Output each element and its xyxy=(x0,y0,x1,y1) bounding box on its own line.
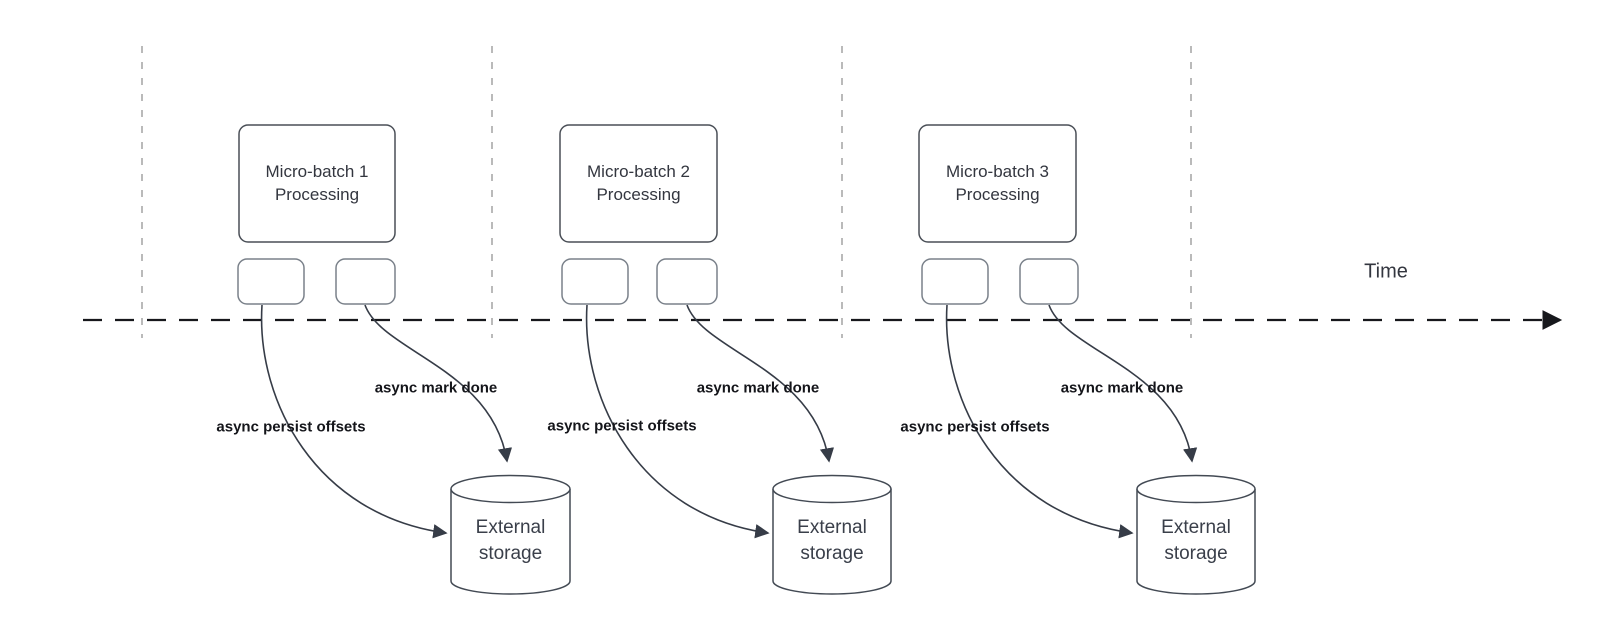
external-storage-cylinder xyxy=(772,474,892,595)
external-storage-label-2: External storage xyxy=(797,516,867,564)
mark-done-task-box xyxy=(335,258,396,305)
persist-offsets-arrow xyxy=(585,304,770,539)
time-axis-label: Time xyxy=(1364,260,1408,283)
processing-box-label-1: Micro-batch 1 Processing xyxy=(265,161,369,204)
external-storage-label-3: External storage xyxy=(1161,516,1231,564)
mark-done-label-2: async mark done xyxy=(696,379,820,397)
persist-offsets-label-3: async persist offsets xyxy=(900,418,1050,436)
processing-box xyxy=(918,124,1077,243)
batch-group-3 xyxy=(918,124,1256,595)
persist-task-box xyxy=(561,258,629,305)
external-storage-cylinder xyxy=(1136,474,1256,595)
mark-done-arrow xyxy=(686,304,835,463)
mark-done-label-1: async mark done xyxy=(374,379,498,397)
batch-group-1 xyxy=(237,124,571,595)
persist-task-box xyxy=(921,258,989,305)
external-storage-label-1: External storage xyxy=(475,516,546,564)
mark-done-label-3: async mark done xyxy=(1060,379,1184,397)
mark-done-task-box xyxy=(656,258,718,305)
processing-box-label-2: Micro-batch 2 Processing xyxy=(587,161,690,204)
processing-box xyxy=(238,124,396,243)
persist-task-box xyxy=(237,258,305,305)
external-storage-cylinder xyxy=(450,474,571,595)
persist-offsets-arrow xyxy=(945,304,1134,539)
mark-done-arrow xyxy=(364,304,513,463)
processing-box xyxy=(559,124,718,243)
persist-offsets-arrow xyxy=(260,304,448,539)
processing-box-label-3: Micro-batch 3 Processing xyxy=(946,161,1049,204)
persist-offsets-label-2: async persist offsets xyxy=(547,417,697,435)
persist-offsets-label-1: async persist offsets xyxy=(216,418,366,436)
mark-done-arrow xyxy=(1048,304,1198,463)
batch-group-2 xyxy=(559,124,892,595)
mark-done-task-box xyxy=(1019,258,1079,305)
